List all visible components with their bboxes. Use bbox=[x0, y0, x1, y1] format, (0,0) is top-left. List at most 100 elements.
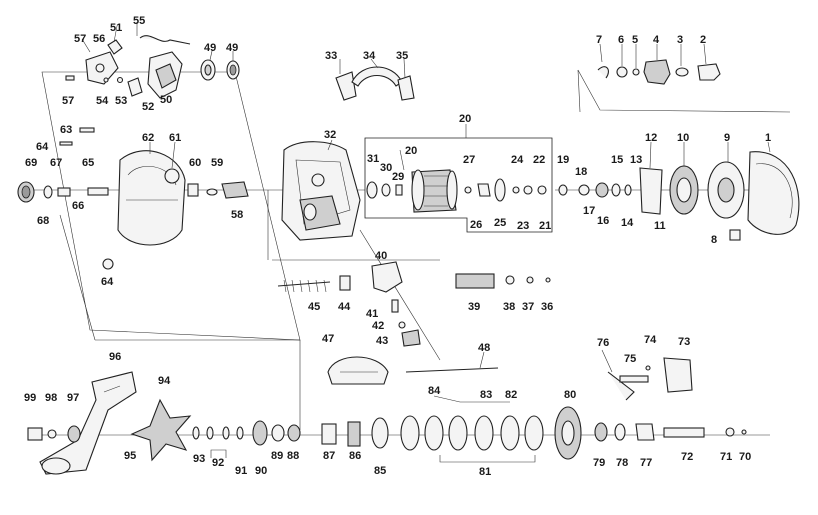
callout-94: 94 bbox=[158, 375, 171, 387]
callout-65: 65 bbox=[82, 157, 94, 169]
callout-69: 69 bbox=[25, 157, 37, 169]
callout-78: 78 bbox=[616, 457, 628, 469]
leader-lines bbox=[81, 22, 771, 463]
part-40 bbox=[371, 261, 403, 293]
callout-75: 75 bbox=[624, 353, 636, 365]
callout-3: 3 bbox=[677, 34, 683, 46]
callout-19: 19 bbox=[557, 154, 569, 166]
callout-64a: 64 bbox=[36, 141, 49, 153]
callout-13: 13 bbox=[630, 154, 642, 166]
callout-52: 52 bbox=[142, 101, 154, 113]
callout-24: 24 bbox=[511, 154, 524, 166]
callout-30: 30 bbox=[380, 162, 392, 174]
star-drag-4 bbox=[643, 59, 671, 85]
callout-27: 27 bbox=[463, 154, 475, 166]
callout-87: 87 bbox=[323, 450, 335, 462]
callout-63: 63 bbox=[60, 124, 72, 136]
callout-26: 26 bbox=[470, 219, 482, 231]
part-47 bbox=[327, 356, 389, 385]
callout-16: 16 bbox=[597, 215, 609, 227]
callout-60: 60 bbox=[189, 157, 201, 169]
callout-80: 80 bbox=[564, 389, 576, 401]
callout-73: 73 bbox=[678, 336, 690, 348]
callout-11: 11 bbox=[654, 220, 666, 232]
frame-32 bbox=[281, 141, 361, 241]
callout-2: 2 bbox=[700, 34, 706, 46]
callout-5: 5 bbox=[632, 34, 638, 46]
callout-32: 32 bbox=[324, 129, 336, 141]
callout-55: 55 bbox=[133, 15, 145, 27]
spring-45 bbox=[277, 281, 331, 287]
callout-4: 4 bbox=[653, 34, 660, 46]
callout-62: 62 bbox=[142, 132, 154, 144]
callout-34: 34 bbox=[363, 50, 376, 62]
callout-25: 25 bbox=[494, 217, 506, 229]
pawl-cluster bbox=[277, 261, 551, 347]
callout-38: 38 bbox=[503, 301, 515, 313]
callout-33: 33 bbox=[325, 50, 337, 62]
callout-48: 48 bbox=[478, 342, 490, 354]
star-drag-94 bbox=[130, 398, 192, 462]
callout-67: 67 bbox=[50, 157, 62, 169]
callout-68: 68 bbox=[37, 215, 49, 227]
part-12 bbox=[639, 167, 663, 215]
clutch-cluster bbox=[607, 357, 693, 401]
callout-40: 40 bbox=[375, 250, 387, 262]
callout-93: 93 bbox=[193, 453, 205, 465]
callout-23: 23 bbox=[517, 220, 529, 232]
magnet-25 bbox=[494, 178, 506, 202]
part-58 bbox=[221, 181, 249, 199]
drag-star-cluster bbox=[597, 59, 721, 85]
callout-91: 91 bbox=[235, 465, 247, 477]
callout-82: 82 bbox=[505, 389, 517, 401]
callout-50: 50 bbox=[160, 94, 172, 106]
part-35 bbox=[397, 75, 415, 101]
callout-89: 89 bbox=[271, 450, 283, 462]
callout-79: 79 bbox=[593, 457, 605, 469]
sideplate-62 bbox=[117, 150, 186, 246]
callout-51: 51 bbox=[110, 22, 122, 34]
callout-8: 8 bbox=[711, 234, 717, 246]
callout-84: 84 bbox=[428, 385, 441, 397]
callout-88: 88 bbox=[287, 450, 299, 462]
guide-47-48 bbox=[327, 356, 499, 385]
callout-12: 12 bbox=[645, 132, 657, 144]
callout-17: 17 bbox=[583, 205, 595, 217]
callout-21: 21 bbox=[539, 220, 551, 232]
callout-43: 43 bbox=[376, 335, 388, 347]
spring-55 bbox=[139, 35, 191, 45]
callout-45: 45 bbox=[308, 301, 320, 313]
callout-7: 7 bbox=[596, 34, 602, 46]
callout-83: 83 bbox=[480, 389, 492, 401]
callout-97: 97 bbox=[67, 392, 79, 404]
callout-36: 36 bbox=[541, 301, 553, 313]
spool-cluster bbox=[366, 149, 547, 213]
callout-98: 98 bbox=[45, 392, 57, 404]
callout-86: 86 bbox=[349, 450, 361, 462]
callout-47: 47 bbox=[322, 333, 334, 345]
callout-71: 71 bbox=[720, 451, 732, 463]
part-33 bbox=[335, 71, 357, 101]
callout-labels: 55 51 57 56 49 49 57 54 53 52 50 33 34 3… bbox=[24, 15, 771, 478]
callout-9: 9 bbox=[724, 132, 730, 144]
callout-92: 92 bbox=[212, 457, 224, 469]
callout-58: 58 bbox=[231, 209, 243, 221]
callout-10: 10 bbox=[677, 132, 689, 144]
shaft-72 bbox=[663, 427, 705, 438]
callout-44: 44 bbox=[338, 301, 351, 313]
callout-42: 42 bbox=[372, 320, 384, 332]
callout-81: 81 bbox=[479, 466, 491, 478]
callout-53: 53 bbox=[115, 95, 127, 107]
callout-15: 15 bbox=[611, 154, 623, 166]
callout-35: 35 bbox=[396, 50, 408, 62]
callout-72: 72 bbox=[681, 451, 693, 463]
callout-29: 29 bbox=[392, 171, 404, 183]
right-sideplate-cluster bbox=[558, 151, 800, 241]
callout-49b: 49 bbox=[226, 42, 238, 54]
part-34 bbox=[351, 66, 403, 87]
callout-85: 85 bbox=[374, 465, 386, 477]
callout-76: 76 bbox=[597, 337, 609, 349]
callout-1: 1 bbox=[765, 132, 771, 144]
